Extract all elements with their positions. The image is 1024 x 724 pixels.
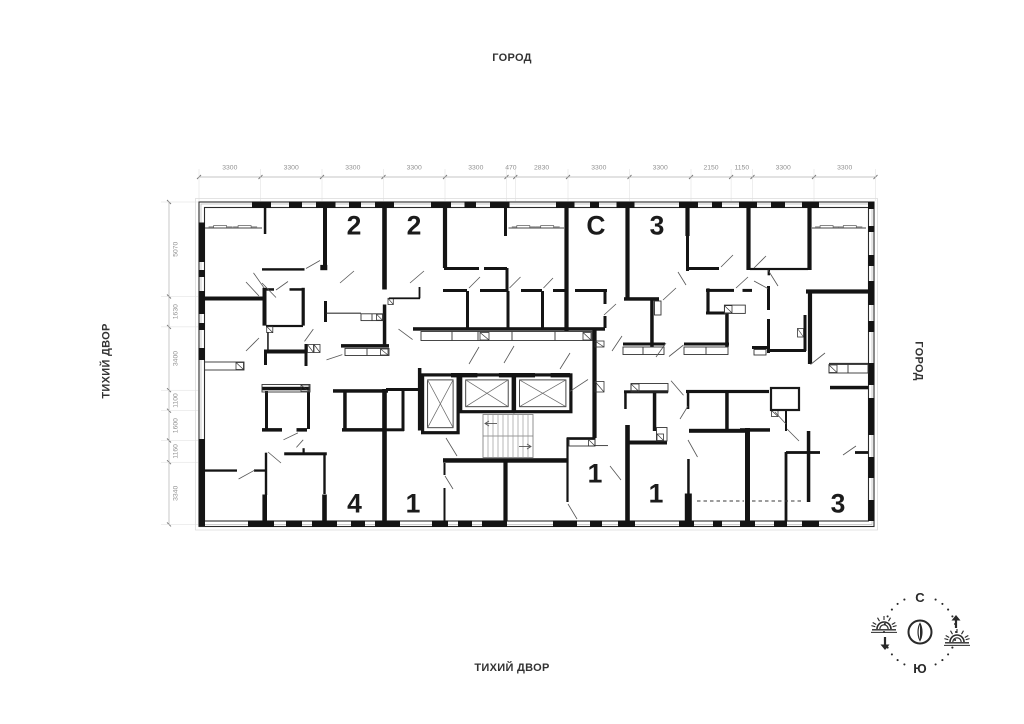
svg-text:2150: 2150 bbox=[703, 165, 718, 172]
svg-text:С: С bbox=[586, 211, 605, 241]
svg-text:1150: 1150 bbox=[734, 165, 749, 172]
svg-text:ТИХИЙ ДВОР: ТИХИЙ ДВОР bbox=[100, 323, 113, 398]
svg-text:4: 4 bbox=[347, 489, 362, 519]
svg-text:3300: 3300 bbox=[653, 165, 668, 172]
svg-text:3: 3 bbox=[831, 489, 846, 519]
svg-text:С: С bbox=[915, 590, 925, 605]
svg-text:3300: 3300 bbox=[591, 165, 606, 172]
svg-text:3340: 3340 bbox=[173, 486, 180, 501]
svg-text:ГОРОД: ГОРОД bbox=[492, 52, 532, 64]
svg-text:1100: 1100 bbox=[173, 393, 180, 408]
svg-text:3300: 3300 bbox=[345, 165, 360, 172]
svg-text:1160: 1160 bbox=[173, 444, 180, 459]
svg-text:3300: 3300 bbox=[468, 165, 483, 172]
svg-text:3300: 3300 bbox=[222, 165, 237, 172]
svg-text:Ю: Ю bbox=[913, 661, 926, 676]
svg-text:3400: 3400 bbox=[172, 351, 179, 366]
svg-text:3300: 3300 bbox=[837, 165, 852, 172]
svg-text:3300: 3300 bbox=[284, 165, 299, 172]
svg-text:ТИХИЙ ДВОР: ТИХИЙ ДВОР bbox=[474, 661, 549, 674]
svg-text:1630: 1630 bbox=[173, 304, 180, 319]
svg-text:2: 2 bbox=[347, 211, 362, 241]
svg-text:3300: 3300 bbox=[407, 165, 422, 172]
svg-text:470: 470 bbox=[505, 165, 517, 172]
svg-text:1600: 1600 bbox=[172, 418, 179, 433]
svg-text:2830: 2830 bbox=[534, 165, 549, 172]
svg-text:1: 1 bbox=[649, 479, 664, 509]
svg-text:5070: 5070 bbox=[172, 241, 179, 256]
svg-text:3: 3 bbox=[650, 211, 665, 241]
svg-text:3300: 3300 bbox=[776, 165, 791, 172]
svg-text:ГОРОД: ГОРОД bbox=[913, 341, 925, 381]
svg-text:1: 1 bbox=[588, 459, 603, 489]
svg-text:1: 1 bbox=[406, 489, 421, 519]
svg-text:2: 2 bbox=[407, 211, 422, 241]
